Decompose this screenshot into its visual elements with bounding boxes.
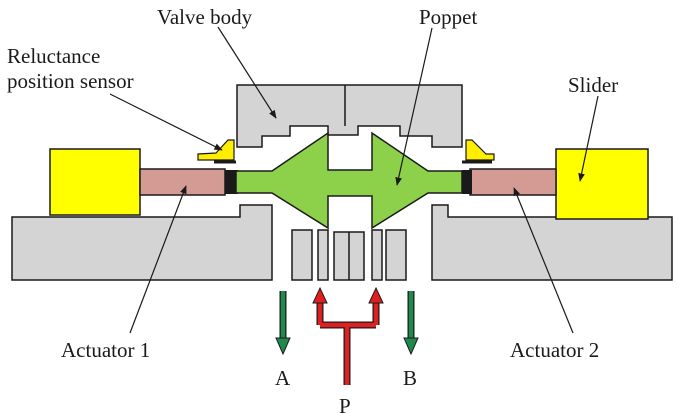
slider-left xyxy=(49,148,141,216)
label-port-a: A xyxy=(275,366,291,390)
flow-arrow-p xyxy=(312,286,384,385)
label-sensor-line1: Reluctance xyxy=(7,44,100,68)
coupling-left xyxy=(225,170,238,194)
leader-poppet xyxy=(395,27,433,186)
valve-base-left xyxy=(11,204,273,281)
slider-right xyxy=(555,148,649,220)
poppet xyxy=(235,131,463,230)
actuator-2 xyxy=(469,168,557,196)
label-actuator-1: Actuator 1 xyxy=(61,338,150,362)
label-valve-body: Valve body xyxy=(157,5,253,29)
port-block-a-left xyxy=(291,229,313,281)
flow-arrow-b xyxy=(403,291,419,356)
label-slider: Slider xyxy=(568,73,618,97)
reluctance-sensor-right xyxy=(465,139,495,161)
flow-arrow-a xyxy=(275,291,291,356)
coupling-right xyxy=(462,170,472,194)
leader-slider xyxy=(578,95,599,182)
port-block-b-right xyxy=(385,229,407,281)
label-sensor-line2: position sensor xyxy=(7,69,134,93)
port-block-a-right xyxy=(317,229,329,281)
leader-sensor xyxy=(109,93,223,151)
label-port-p: P xyxy=(339,394,351,418)
reluctance-sensor-left xyxy=(197,139,235,161)
valve-base-right xyxy=(431,204,673,281)
label-poppet: Poppet xyxy=(419,5,478,29)
label-actuator-2: Actuator 2 xyxy=(510,338,599,362)
port-block-b-left xyxy=(371,229,383,281)
leader-valve-body xyxy=(217,26,277,119)
leader-actuator-2 xyxy=(513,187,574,334)
label-port-b: B xyxy=(403,366,417,390)
actuator-1 xyxy=(139,168,226,196)
valve-body-upper xyxy=(236,84,463,148)
leader-actuator-1 xyxy=(129,185,187,334)
